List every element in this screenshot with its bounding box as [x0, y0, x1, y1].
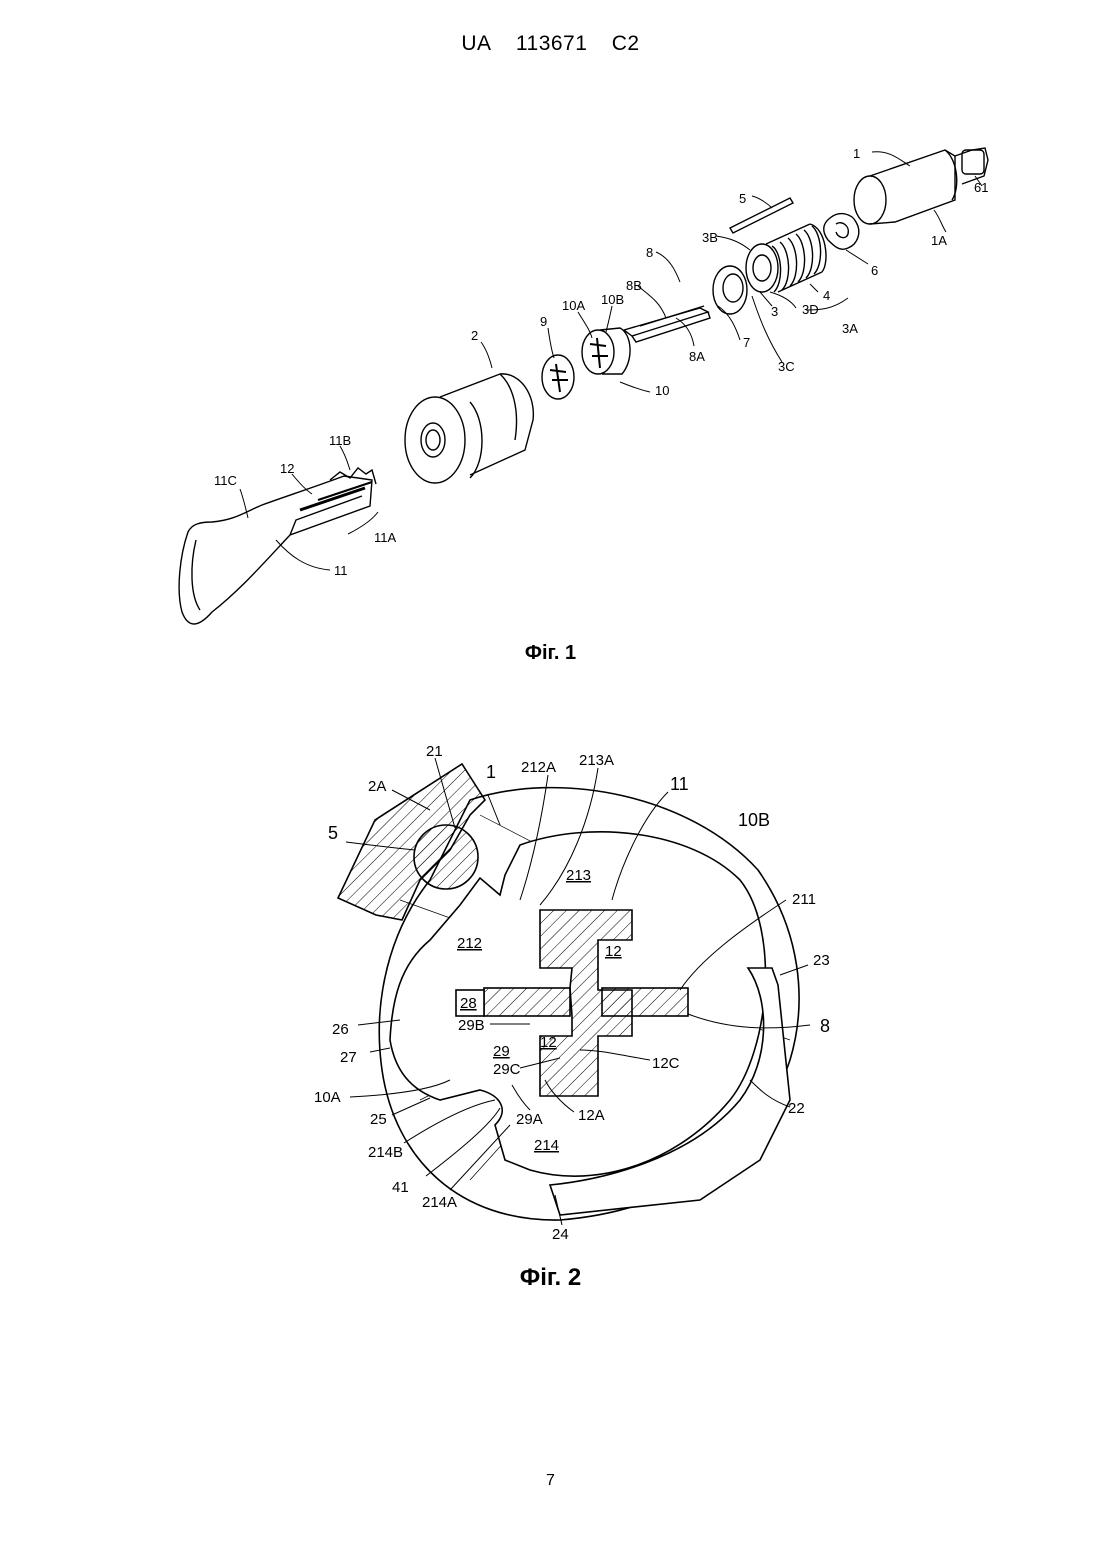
- fig2-label: 10A: [314, 1089, 341, 1106]
- fig2-label: 211: [792, 891, 816, 908]
- fig2-label: 8: [820, 1016, 830, 1036]
- fig2-label: 214: [534, 1137, 559, 1154]
- fig2-label: 10B: [738, 810, 770, 830]
- fig2-label: 213: [566, 867, 591, 884]
- fig2-label: 23: [813, 952, 830, 969]
- figure-2-caption: Фіг. 2: [0, 1264, 1101, 1292]
- fig2-label: 214B: [368, 1144, 403, 1161]
- fig2-label: 5: [328, 823, 338, 843]
- fig2-label: 12C: [652, 1055, 680, 1072]
- fig2-label: 2A: [368, 778, 386, 795]
- fig2-label: 24: [552, 1226, 569, 1243]
- page-number: 7: [0, 1472, 1101, 1490]
- fig2-label: 21: [426, 743, 443, 760]
- fig2-label: 29: [493, 1043, 510, 1060]
- fig2-label: 12: [540, 1034, 557, 1051]
- fig2-label: 214A: [422, 1194, 457, 1211]
- fig2-label: 12A: [578, 1107, 605, 1124]
- fig2-label: 29A: [516, 1111, 543, 1128]
- fig2-label: 12: [605, 943, 622, 960]
- fig2-label: 29C: [493, 1061, 521, 1078]
- fig2-label: 29B: [458, 1017, 485, 1034]
- pin-5-section: [414, 825, 478, 889]
- fig2-label: 11: [670, 774, 689, 794]
- fig2-label: 212: [457, 935, 482, 952]
- fig2-label: 26: [332, 1021, 349, 1038]
- fig2-label: 1: [486, 762, 496, 782]
- fig2-label: 25: [370, 1111, 387, 1128]
- fig2-label: 22: [788, 1100, 805, 1117]
- fig2-label: 28: [460, 995, 477, 1012]
- fig2-label: 41: [392, 1179, 409, 1196]
- fig2-label: 212A: [521, 759, 556, 776]
- fig2-label: 27: [340, 1049, 357, 1066]
- fig2-label: 213A: [579, 752, 614, 769]
